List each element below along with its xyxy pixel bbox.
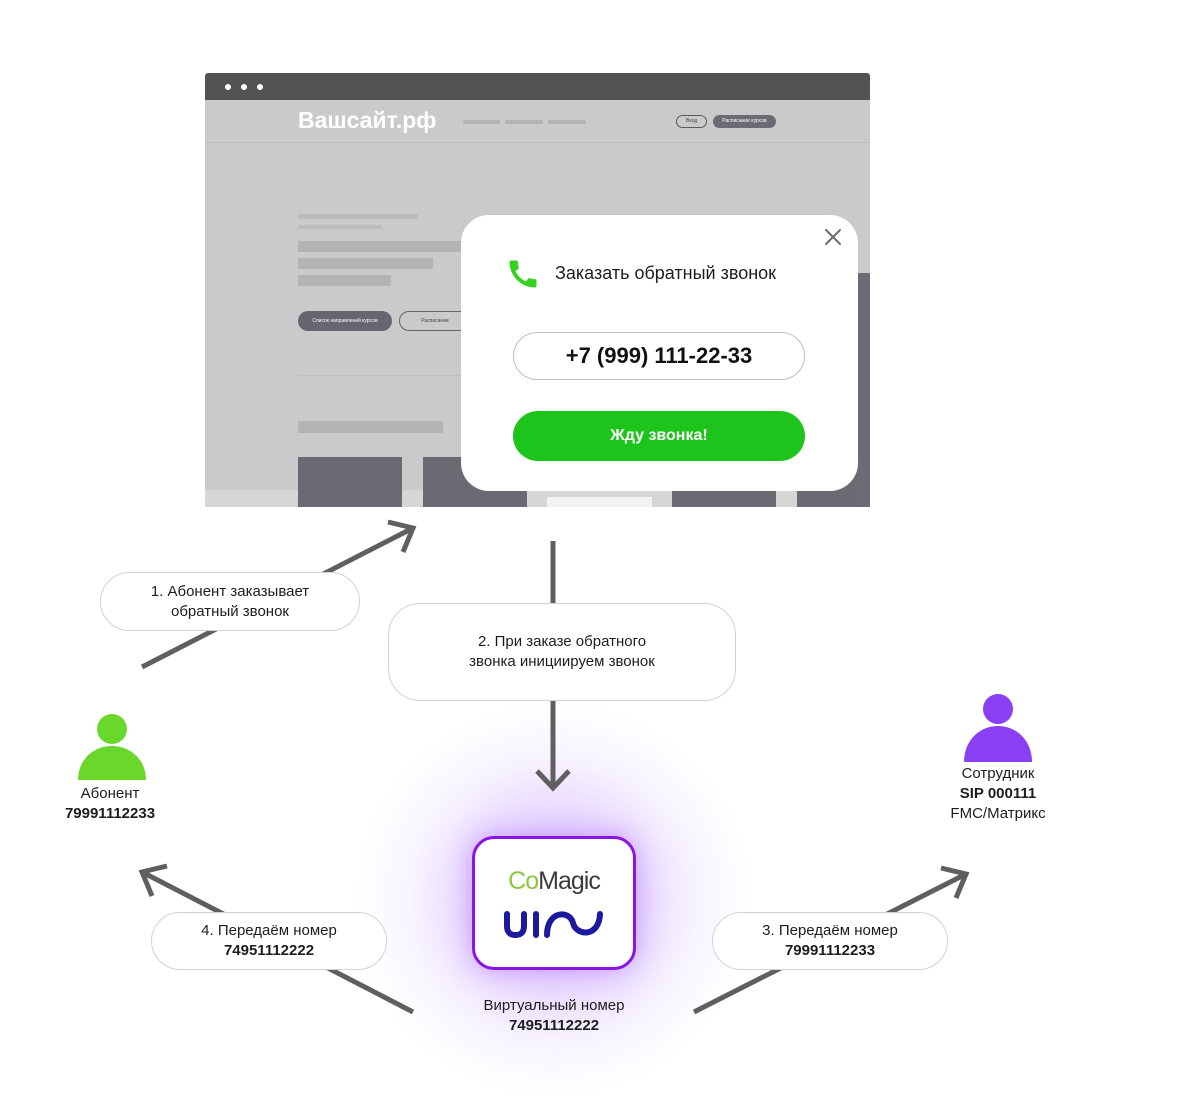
step-3-label: 3. Передаём номер 79991112233	[712, 912, 948, 970]
nav-placeholder	[548, 120, 586, 124]
step-4-label: 4. Передаём номер 74951112222	[151, 912, 387, 970]
nav-placeholder	[505, 120, 543, 124]
step-number: 79991112233	[784, 942, 876, 959]
employee-person-icon	[964, 694, 1032, 762]
step-2-label: 2. При заказе обратного звонка инициируе…	[388, 603, 736, 701]
heading-placeholder	[298, 275, 391, 286]
comagic-logo-co: Co	[508, 867, 539, 895]
subscriber-caption: Абонент 79991112233	[20, 784, 200, 824]
step-text: 1. Абонент заказывает	[150, 582, 310, 600]
callback-modal: Заказать обратный звонок +7 (999) 111-22…	[461, 215, 858, 491]
site-name: Вашсайт.рф	[298, 107, 437, 133]
employee-caption: Сотрудник SIP 000111 FMC/Матрикс	[908, 764, 1088, 824]
card-placeholder	[298, 457, 402, 507]
phone-input[interactable]: +7 (999) 111-22-33	[513, 332, 805, 380]
subscriber-number: 79991112233	[64, 805, 156, 822]
request-call-button[interactable]: Жду звонка!	[513, 411, 805, 461]
platform-logo-box: CoMagic	[472, 836, 636, 970]
heading-placeholder	[298, 258, 433, 269]
step-text: 3. Передаём номер	[762, 922, 898, 939]
platform-caption: Виртуальный номер 74951112222	[454, 996, 654, 1036]
login-button[interactable]: Вход	[676, 115, 707, 128]
step-text: 4. Передаём номер	[201, 922, 337, 939]
modal-title: Заказать обратный звонок	[555, 263, 777, 283]
step-1-label: 1. Абонент заказывает обратный звонок	[100, 572, 360, 631]
section-title-placeholder	[298, 421, 443, 433]
comagic-logo: CoMagic	[475, 867, 633, 895]
close-icon[interactable]	[824, 228, 842, 246]
window-dot	[257, 84, 263, 90]
comagic-logo-magic: Magic	[538, 867, 601, 895]
window-dot	[241, 84, 247, 90]
course-directions-button[interactable]: Список направлений курсов	[298, 311, 392, 331]
text-placeholder	[298, 225, 382, 229]
heading-placeholder	[298, 241, 468, 252]
employee-sip: SIP 000111	[959, 785, 1037, 802]
phone-icon	[509, 260, 537, 288]
content-divider	[298, 375, 498, 376]
employee-role: Сотрудник	[961, 765, 1035, 782]
arrow-step-2	[535, 541, 571, 792]
window-dot	[225, 84, 231, 90]
browser-titlebar	[205, 73, 870, 100]
virtual-number: 74951112222	[508, 1017, 600, 1034]
header-divider	[205, 142, 870, 143]
uis-logo	[504, 911, 603, 938]
employee-device: FMC/Матрикс	[950, 805, 1046, 822]
virtual-number-label: Виртуальный номер	[483, 997, 625, 1014]
step-text: 2. При заказе обратного	[477, 633, 647, 650]
step-number: 74951112222	[223, 942, 315, 959]
schedule-button[interactable]: Расписание курсов	[713, 115, 776, 128]
step-text: звонка инициируем звонок	[469, 653, 655, 670]
side-banner-placeholder	[857, 273, 870, 507]
nav-placeholder	[463, 120, 500, 124]
subscriber-role: Абонент	[80, 785, 140, 802]
card-placeholder	[547, 497, 652, 507]
step-text: обратный звонок	[171, 602, 289, 620]
subscriber-person-icon	[78, 714, 146, 780]
text-placeholder	[298, 214, 418, 219]
